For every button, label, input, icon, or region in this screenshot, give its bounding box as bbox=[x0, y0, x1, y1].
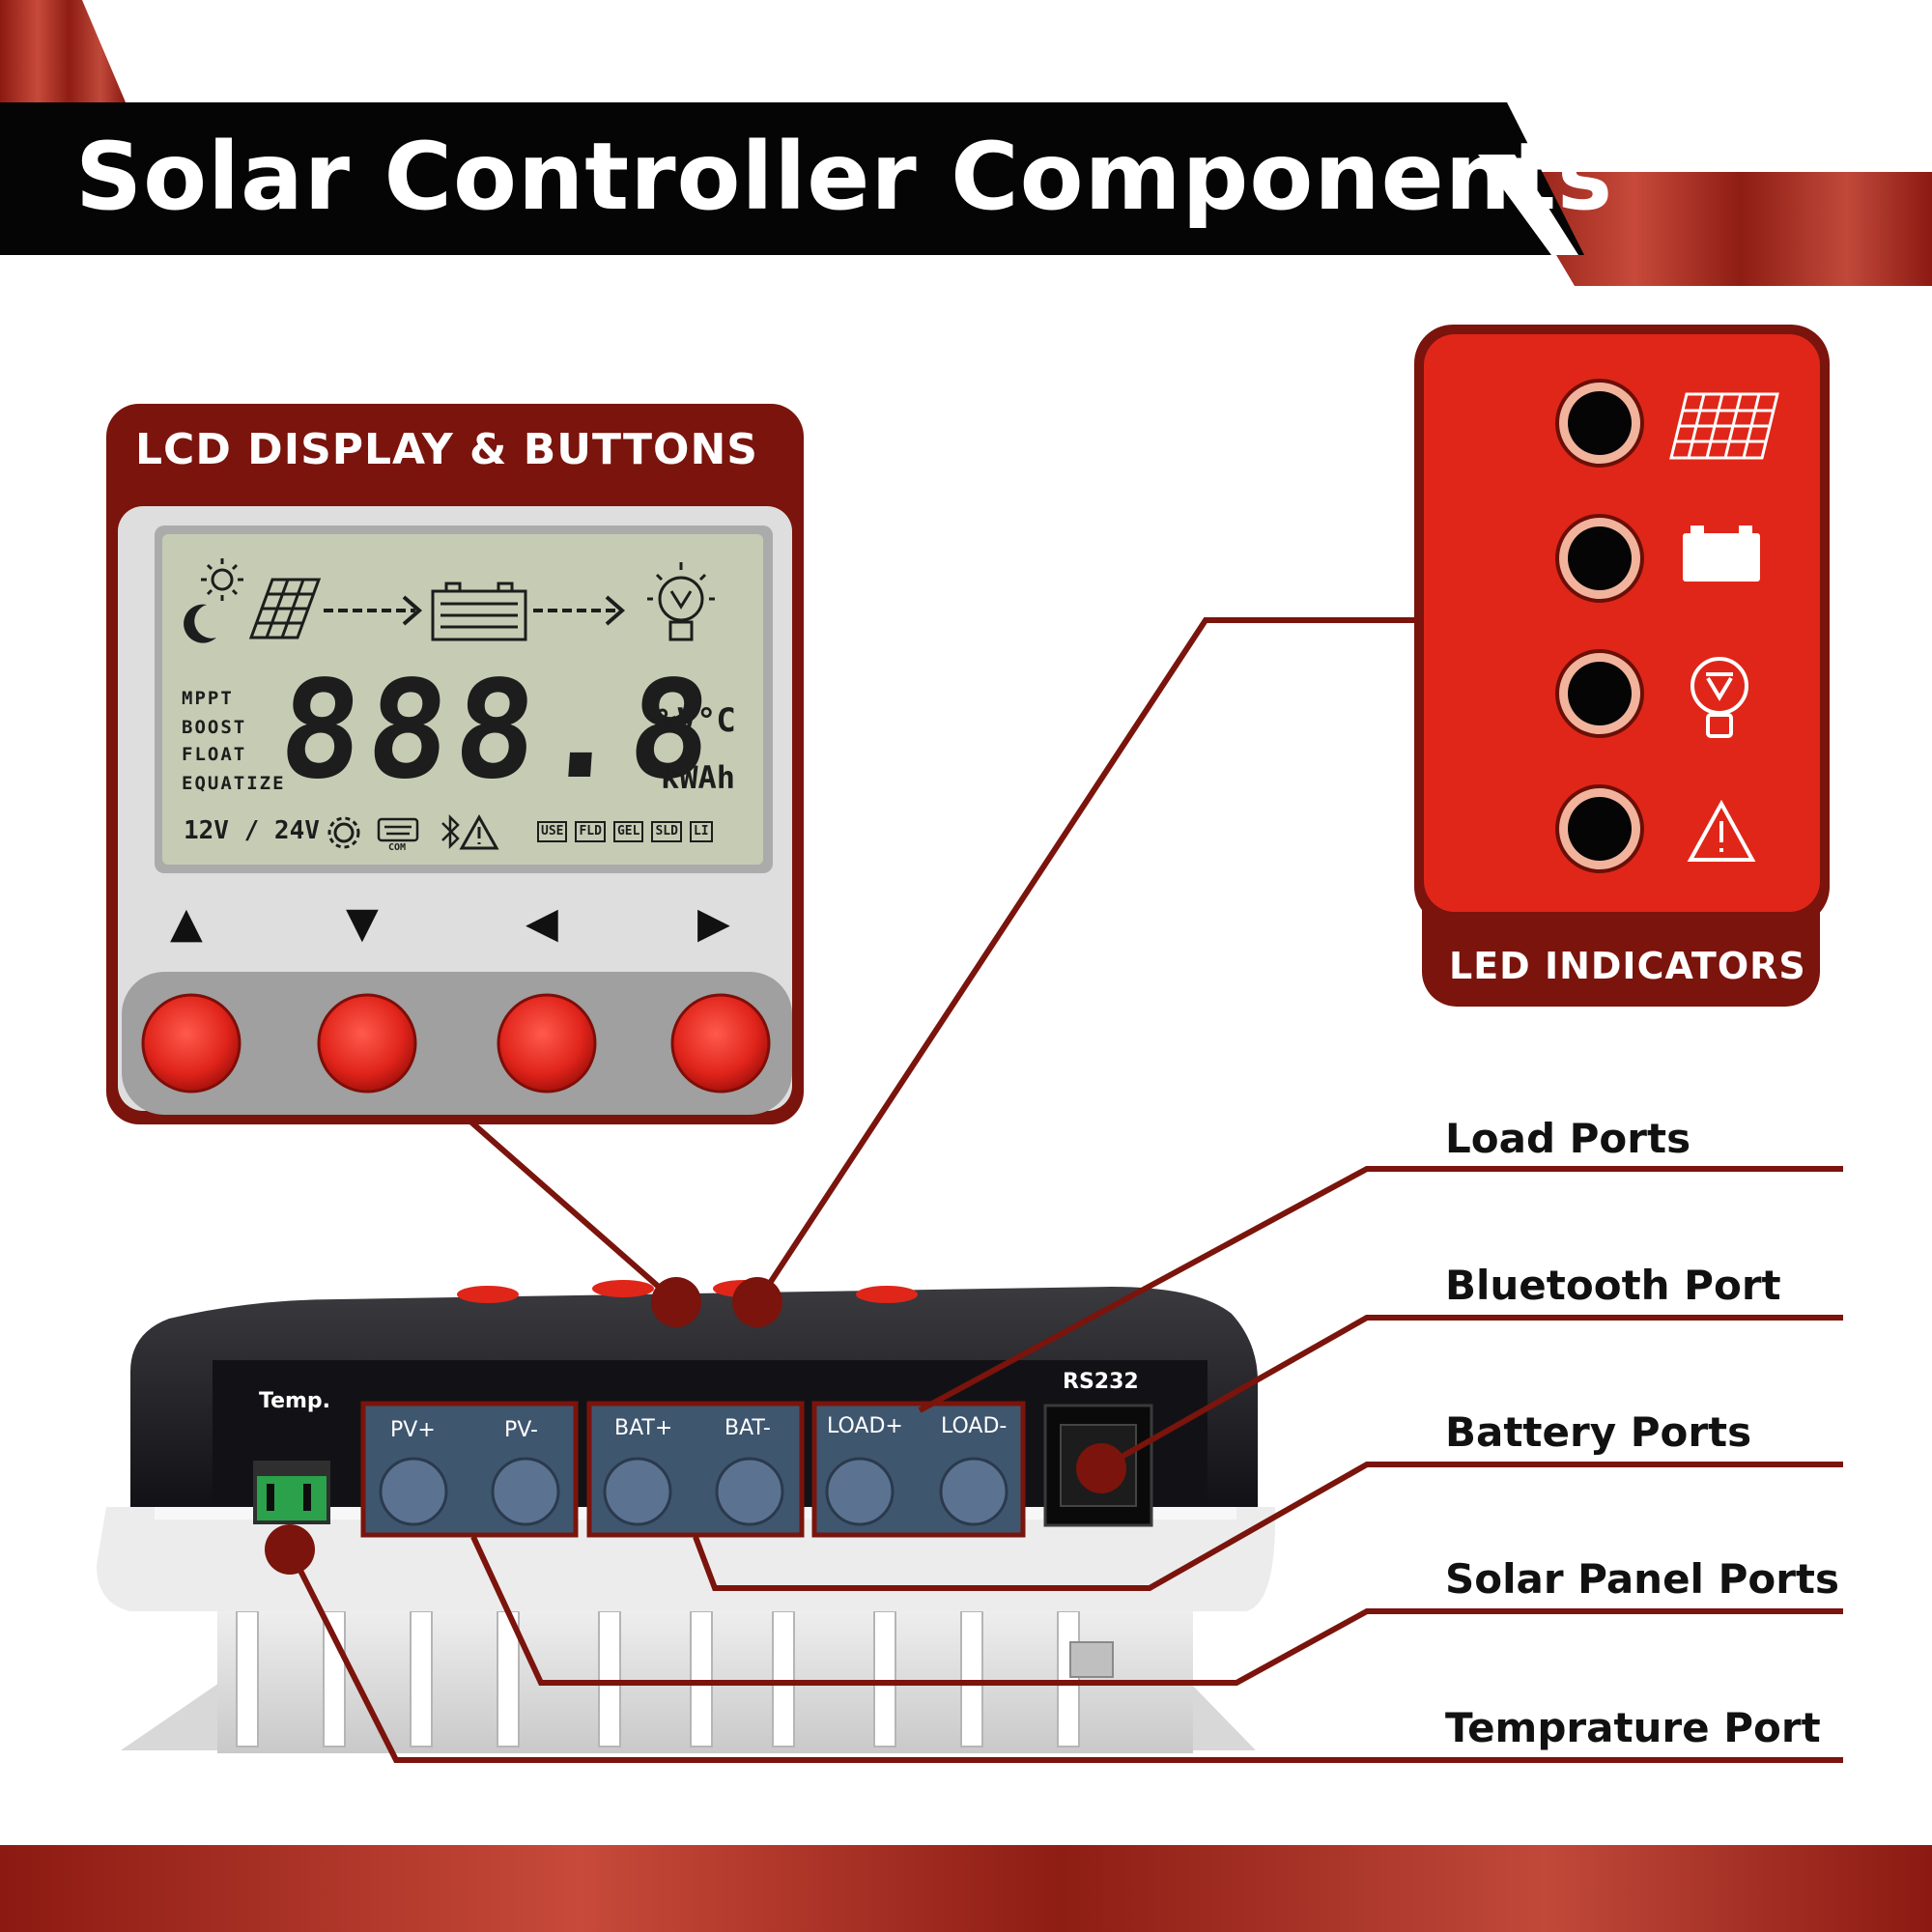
arrow-down-icon: ▼ bbox=[346, 898, 379, 948]
mounting-bolt bbox=[1069, 1641, 1114, 1678]
battery-type-badge: SLD bbox=[651, 821, 682, 842]
callout-dot bbox=[1076, 1443, 1126, 1493]
callout-battery-ports: Battery Ports bbox=[1445, 1408, 1752, 1456]
light-bulb-icon bbox=[1690, 657, 1748, 738]
flow-arrow-icon bbox=[324, 595, 423, 626]
lcd-leader-line bbox=[468, 1118, 678, 1305]
lcd-panel-label: LCD DISPLAY & BUTTONS bbox=[135, 425, 758, 474]
bat-minus-label: BAT- bbox=[724, 1416, 771, 1440]
rs232-label: RS232 bbox=[1063, 1370, 1139, 1394]
title-bar-slant bbox=[1468, 102, 1584, 255]
led-solar-indicator bbox=[1555, 379, 1644, 468]
warning-icon bbox=[1687, 799, 1756, 862]
lcd-units-bottom: kWAh bbox=[661, 759, 736, 796]
lcd-status-icons bbox=[327, 813, 499, 850]
bluetooth-icon bbox=[441, 813, 460, 850]
lcd-battery-types: USE FLD GEL SLD LI bbox=[537, 821, 713, 842]
callout-temprature-port: Temprature Port bbox=[1445, 1704, 1821, 1751]
lcd-battery-icon bbox=[431, 582, 527, 641]
led-battery-indicator bbox=[1555, 514, 1644, 603]
flow-arrow-icon bbox=[533, 595, 626, 626]
battery-type-badge: FLD bbox=[575, 821, 606, 842]
solar-panel-ports[interactable] bbox=[360, 1401, 579, 1538]
down-button[interactable] bbox=[317, 993, 417, 1094]
callout-bluetooth-port: Bluetooth Port bbox=[1445, 1262, 1781, 1309]
arrow-right-icon: ▶ bbox=[697, 898, 730, 948]
led-indicator-list bbox=[1555, 379, 1779, 873]
arrow-up-icon: ▲ bbox=[170, 898, 203, 948]
lcd-units-top: %V°C bbox=[657, 701, 736, 740]
bluetooth-leader bbox=[1099, 1315, 1843, 1471]
load-ports-leader bbox=[918, 1166, 1843, 1413]
lcd-warning-icon bbox=[459, 813, 499, 850]
callout-load-ports: Load Ports bbox=[1445, 1115, 1691, 1162]
battery-ports-leader bbox=[693, 1462, 1843, 1591]
led-panel-label: LED INDICATORS bbox=[1449, 945, 1806, 987]
corner-accent bbox=[0, 0, 126, 102]
battery-type-badge: USE bbox=[537, 821, 568, 842]
led-leader-line bbox=[754, 617, 1416, 1304]
lcd-bulb-icon bbox=[647, 562, 715, 641]
title-bar bbox=[0, 102, 1507, 255]
battery-type-badge: LI bbox=[689, 821, 713, 842]
title-accent bbox=[1507, 172, 1932, 286]
footer-band bbox=[0, 1845, 1932, 1932]
lcd-solar-panel-icon bbox=[248, 578, 322, 639]
battery-ports[interactable] bbox=[586, 1401, 805, 1538]
led-fault-indicator bbox=[1555, 784, 1644, 873]
battery-icon bbox=[1683, 526, 1760, 582]
bat-plus-label: BAT+ bbox=[614, 1416, 673, 1440]
settings-gear-icon bbox=[327, 816, 360, 849]
callout-dot bbox=[265, 1524, 315, 1575]
lcd-mode-float: FLOAT bbox=[182, 744, 247, 765]
pv-minus-label: PV- bbox=[504, 1418, 538, 1442]
sun-icon bbox=[201, 558, 243, 601]
callout-dot bbox=[732, 1277, 782, 1327]
lcd-mode-equatize: EQUATIZE bbox=[182, 773, 286, 794]
page-title: Solar Controller Components bbox=[75, 123, 1614, 231]
temprature-leader bbox=[287, 1548, 1843, 1763]
led-panel-label-tab bbox=[1422, 908, 1820, 1007]
lcd-mode-mppt: MPPT bbox=[182, 688, 234, 709]
load-ports[interactable] bbox=[811, 1401, 1026, 1538]
left-button[interactable] bbox=[497, 993, 597, 1094]
battery-type-badge: GEL bbox=[612, 821, 644, 842]
callout-dot bbox=[651, 1277, 701, 1327]
solar-panel-leader bbox=[470, 1535, 1843, 1686]
load-plus-label: LOAD+ bbox=[827, 1414, 903, 1438]
control-buttons bbox=[141, 993, 771, 1094]
solar-panel-icon bbox=[1669, 392, 1779, 460]
moon-icon bbox=[184, 604, 216, 643]
arrow-left-icon: ◀ bbox=[526, 898, 558, 948]
led-load-indicator bbox=[1555, 649, 1644, 738]
temp-label: Temp. bbox=[259, 1389, 331, 1413]
lcd-flow-icons bbox=[184, 558, 715, 643]
lcd-voltage: 12V / 24V bbox=[184, 816, 320, 845]
pv-plus-label: PV+ bbox=[390, 1418, 436, 1442]
up-button[interactable] bbox=[141, 993, 242, 1094]
right-button[interactable] bbox=[670, 993, 771, 1094]
lcd-com-label: COM bbox=[388, 842, 407, 853]
lcd-mode-boost: BOOST bbox=[182, 717, 247, 738]
load-minus-label: LOAD- bbox=[941, 1414, 1008, 1438]
callout-solar-panel-ports: Solar Panel Ports bbox=[1445, 1555, 1840, 1603]
com-port-icon bbox=[377, 817, 419, 842]
